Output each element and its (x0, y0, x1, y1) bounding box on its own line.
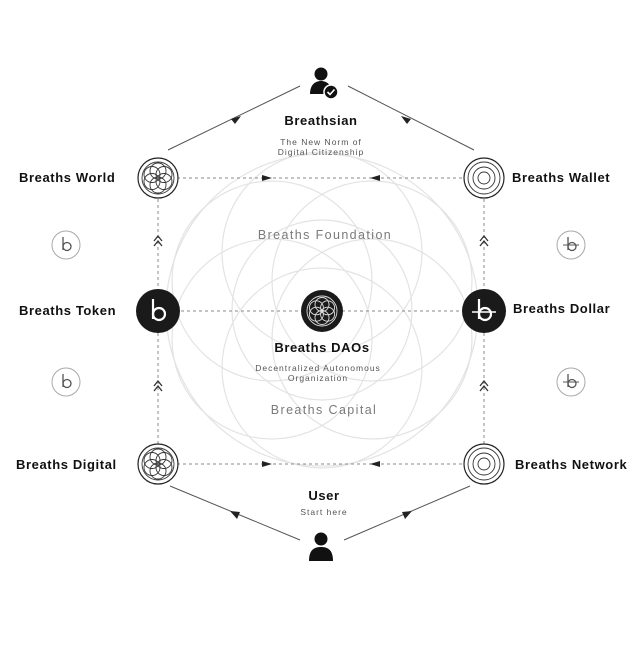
arrow-head (402, 511, 412, 519)
double-chevron-up-icon (479, 379, 489, 392)
daos-subtitle-line1: Decentralized Autonomous (255, 363, 381, 373)
daos-subtitle-line2: Organization (287, 373, 349, 383)
node-token-label: Breaths Token (19, 303, 117, 318)
user-subtitle: Start here (300, 507, 348, 517)
flow-wallet-to-breathsian (347, 85, 475, 151)
double-chevron-up-icon (479, 234, 489, 247)
daos-subtitle: Decentralized Autonomous Organization (255, 363, 381, 383)
arrow-head (401, 116, 411, 124)
node-daos-icon[interactable] (301, 290, 343, 332)
arrow-head (262, 461, 272, 467)
chevron-markers (153, 234, 489, 392)
capital-label: Breaths Capital (270, 403, 378, 417)
daos-title: Breaths DAOs (274, 340, 370, 355)
arrow-head (231, 116, 241, 124)
dollar-coin-icon (556, 230, 586, 260)
user-icon[interactable] (309, 532, 333, 562)
breathsian-title: Breathsian (284, 113, 358, 128)
breathsian-subtitle-line1: The New Norm of (280, 137, 362, 147)
verified-user-icon (310, 67, 339, 100)
foundation-label: Breaths Foundation (257, 228, 393, 242)
flow-world-to-breathsian (167, 85, 301, 151)
node-dollar-label: Breaths Dollar (513, 301, 611, 316)
double-chevron-up-icon (153, 379, 163, 392)
connector-lines (157, 177, 485, 465)
node-dollar-icon[interactable] (462, 289, 506, 333)
background-rings (165, 151, 479, 469)
arrow-head (230, 511, 240, 519)
node-world-icon[interactable] (137, 157, 179, 199)
node-token-icon[interactable] (136, 289, 180, 333)
double-chevron-up-icon (153, 234, 163, 247)
node-digital-icon[interactable] (137, 443, 179, 485)
node-wallet-label: Breaths Wallet (512, 170, 611, 185)
node-digital-label: Breaths Digital (16, 457, 117, 472)
breathsian-subtitle-line2: Digital Citizenship (277, 147, 365, 157)
dollar-coin-icon (556, 367, 586, 397)
node-network-icon[interactable] (463, 443, 505, 485)
breathsian-subtitle: The New Norm of Digital Citizenship (278, 137, 365, 157)
arrow-head (370, 461, 380, 467)
arrow-head (370, 175, 380, 181)
flow-arrowheads (230, 116, 412, 519)
token-coin-icon (51, 367, 81, 397)
node-world-label: Breaths World (19, 170, 116, 185)
node-wallet-icon[interactable] (463, 157, 505, 199)
arrow-head (262, 175, 272, 181)
user-title: User (308, 488, 340, 503)
node-network-label: Breaths Network (515, 457, 628, 472)
token-coin-icon (51, 230, 81, 260)
